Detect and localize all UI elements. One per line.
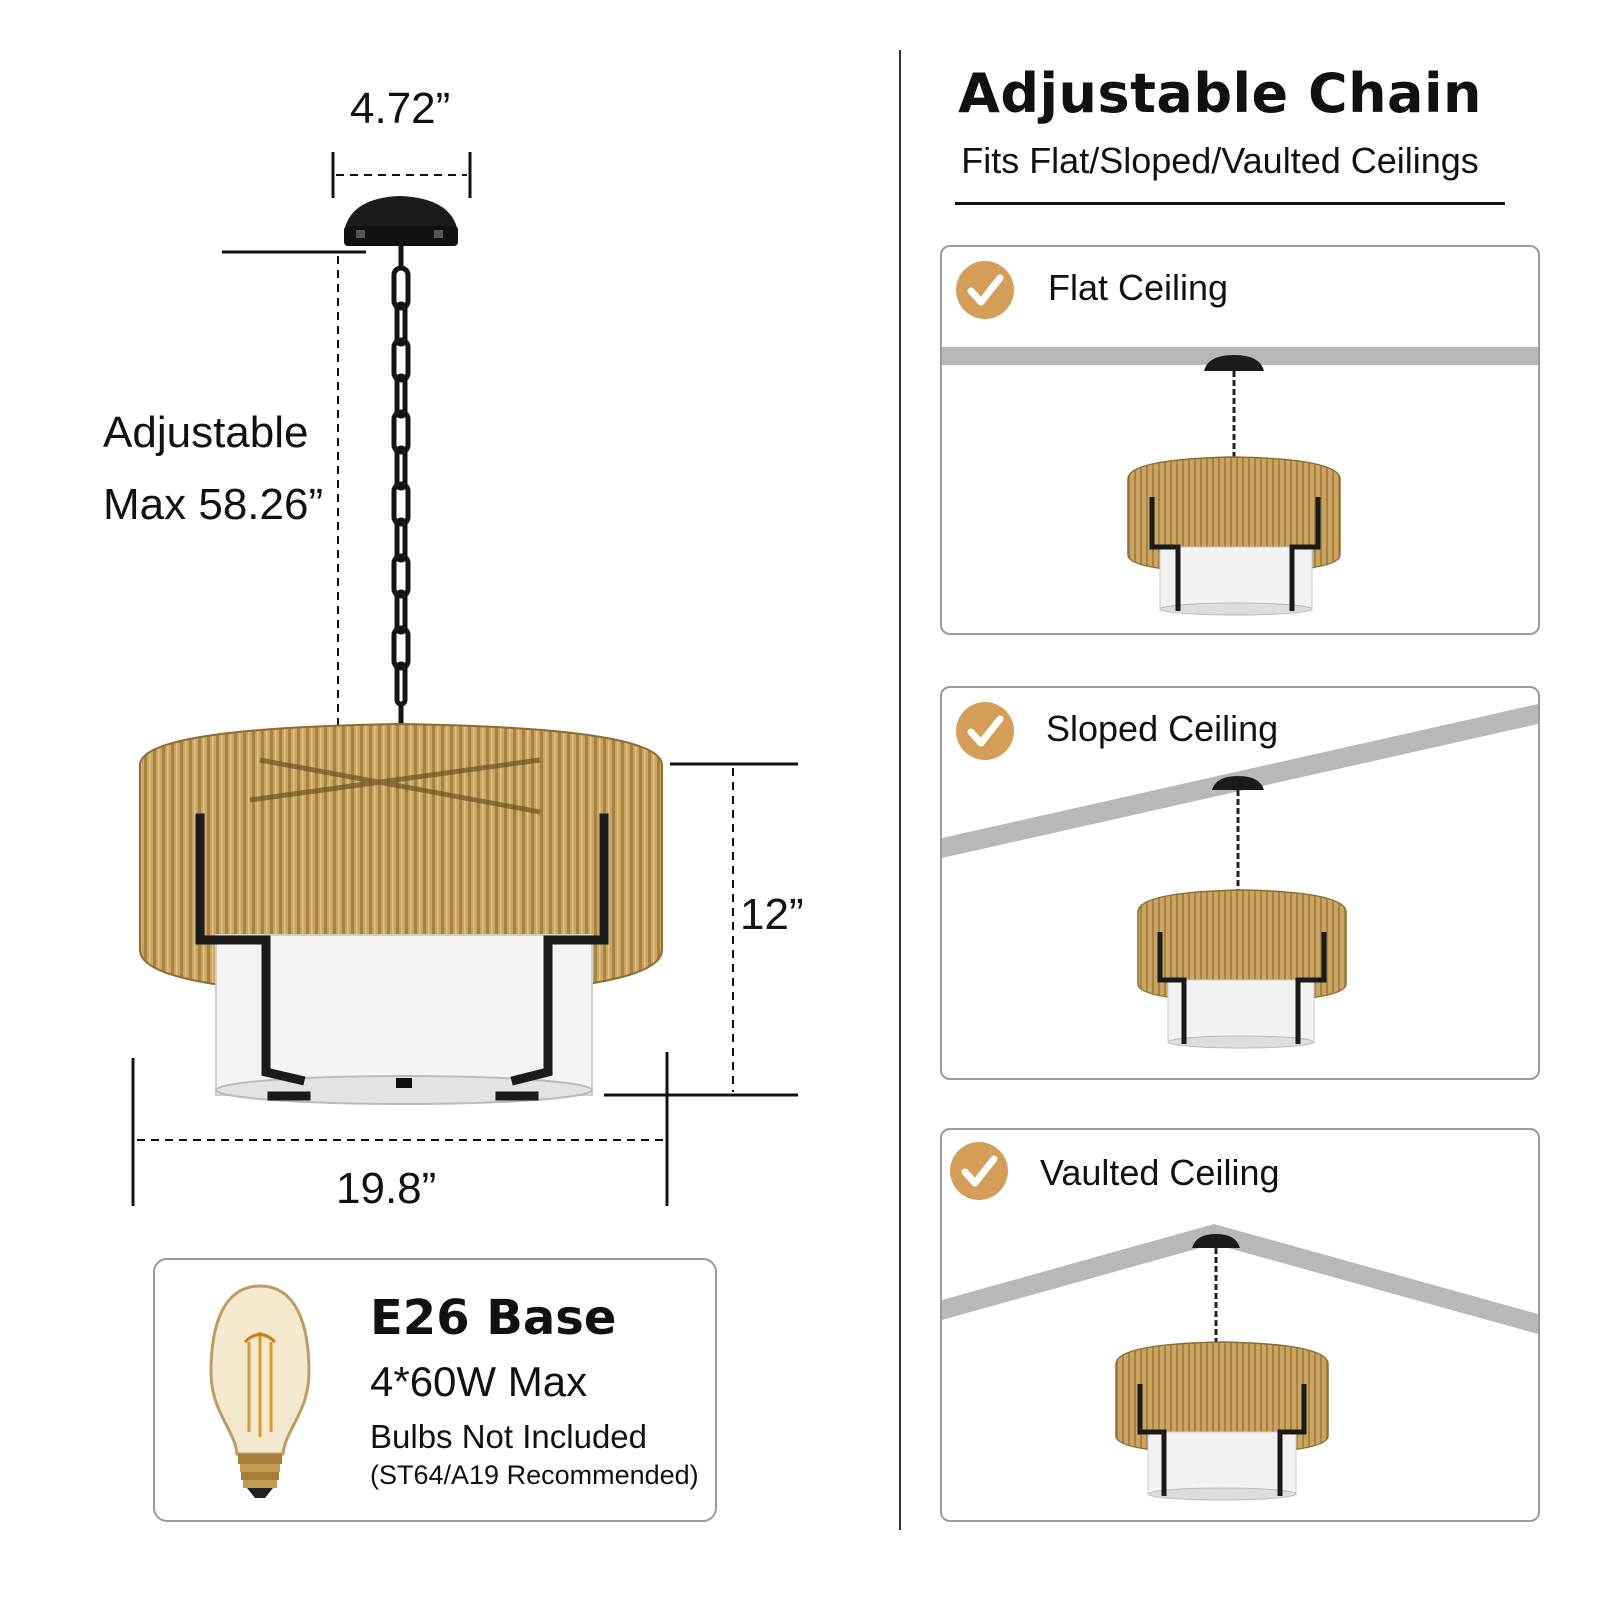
card-sloped-ceiling: Sloped Ceiling bbox=[940, 686, 1540, 1080]
card-vaulted-ceiling: Vaulted Ceiling bbox=[940, 1128, 1540, 1522]
vertical-divider bbox=[899, 50, 901, 1530]
vaulted-ceiling-illustration bbox=[942, 1224, 1538, 1501]
sloped-ceiling-illustration bbox=[942, 704, 1538, 1049]
canopy-width-label: 4.72” bbox=[350, 84, 451, 133]
diameter-label: 19.8” bbox=[336, 1164, 437, 1213]
checkmark-icon bbox=[956, 261, 1014, 319]
wattage-label: 4*60W Max bbox=[370, 1358, 588, 1405]
product-dimension-diagram bbox=[131, 152, 798, 1206]
black-frame bbox=[195, 813, 609, 1101]
bulb-recommendation: (ST64/A19 Recommended) bbox=[370, 1460, 699, 1490]
canopy-width-dimension bbox=[331, 152, 472, 198]
chain-length-label-line2: Max 58.26” bbox=[103, 480, 324, 529]
checkmark-icon bbox=[950, 1142, 1008, 1200]
ceiling-canopy bbox=[344, 196, 458, 246]
base-type-title: E26 Base bbox=[370, 1290, 617, 1346]
diameter-dimension bbox=[131, 1052, 669, 1206]
card-label-vaulted: Vaulted Ceiling bbox=[1040, 1152, 1280, 1193]
bulb-info-box: E26 Base 4*60W Max Bulbs Not Included (S… bbox=[153, 1258, 717, 1522]
edison-bulb-icon bbox=[209, 1284, 311, 1498]
height-label: 12” bbox=[740, 890, 804, 939]
checkmark-icon bbox=[956, 702, 1014, 760]
card-label-sloped: Sloped Ceiling bbox=[1046, 708, 1279, 749]
card-label-flat: Flat Ceiling bbox=[1048, 267, 1229, 308]
card-flat-ceiling: Flat Ceiling bbox=[940, 245, 1540, 635]
chain-length-label-line1: Adjustable bbox=[103, 408, 309, 457]
flat-ceiling-illustration bbox=[942, 347, 1538, 616]
panel-title: Adjustable Chain bbox=[958, 62, 1482, 125]
height-dimension bbox=[604, 762, 798, 1097]
chain bbox=[391, 246, 411, 728]
panel-subtitle: Fits Flat/Sloped/Vaulted Ceilings bbox=[961, 140, 1479, 181]
inner-fabric-shade bbox=[215, 934, 593, 1105]
title-underline bbox=[955, 202, 1505, 205]
bulbs-note: Bulbs Not Included bbox=[370, 1418, 648, 1455]
rattan-drum-shade bbox=[139, 722, 663, 998]
